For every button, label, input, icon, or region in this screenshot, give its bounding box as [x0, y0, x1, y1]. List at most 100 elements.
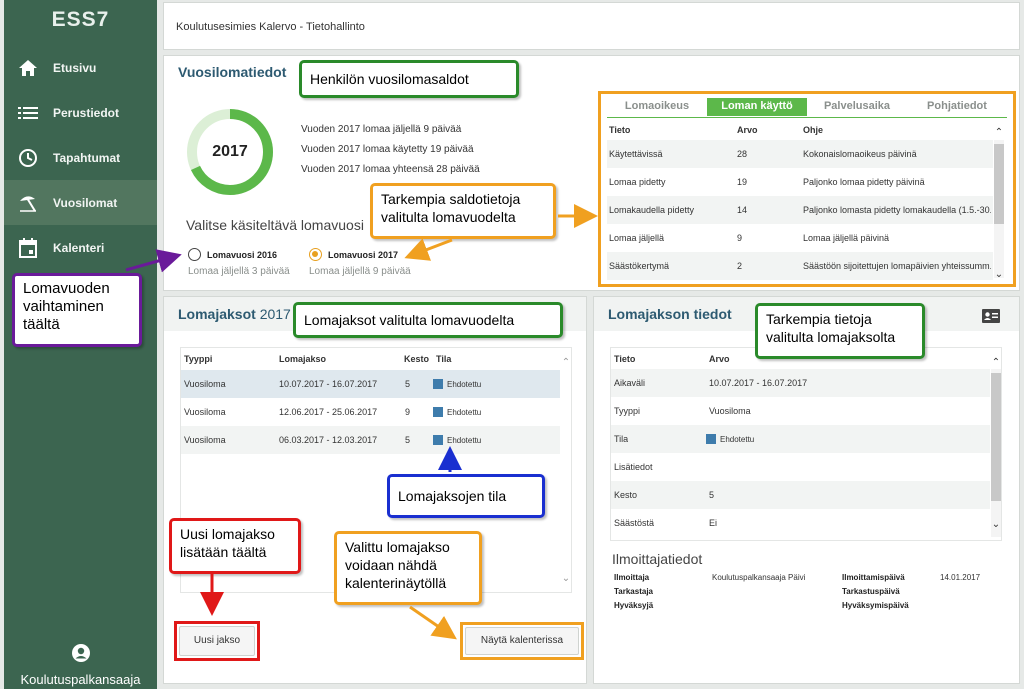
cell-type: Vuosiloma — [184, 379, 226, 389]
column-header: Tieto — [614, 354, 636, 364]
cell-arvo: 14 — [737, 205, 748, 215]
sidebar-item-vuosilomat[interactable]: Vuosilomat — [4, 180, 157, 225]
panel-title: Lomajakson tiedot — [608, 306, 732, 322]
tab-loman-kaytto[interactable]: Loman käyttö — [707, 98, 807, 116]
scroll-up-icon[interactable]: ⌃ — [991, 357, 1001, 368]
tab-palvelusaika[interactable]: Palvelusaika — [823, 100, 891, 112]
callout-period-details: Tarkempia tietoja valitulta lomajaksolta — [755, 303, 925, 359]
scrollbar-thumb[interactable] — [991, 373, 1001, 501]
scrollbar[interactable] — [994, 140, 1004, 278]
table-row[interactable]: Säästökertymä 2 Säästöön sijoitettujen l… — [607, 252, 993, 280]
cell-tieto: Lomaa jäljellä — [609, 233, 665, 243]
sidebar-item-etusivu[interactable]: Etusivu — [4, 45, 157, 90]
cell-period: 06.03.2017 - 12.03.2017 — [279, 435, 378, 445]
cell-arvo: 19 — [737, 177, 748, 187]
id-card-icon[interactable] — [982, 309, 1000, 328]
table-row[interactable]: Lomaa pidetty 19 Paljonko lomaa pidetty … — [607, 168, 993, 196]
cell-arvo: 2 — [737, 261, 743, 271]
cell-arvo: 5 — [709, 490, 715, 500]
cell-duration: 9 — [405, 407, 411, 417]
cell-tieto: Lomaa pidetty — [609, 177, 666, 187]
details-table: Tieto Arvo Aikaväli 10.07.2017 - 16.07.2… — [610, 347, 1002, 541]
sidebar-item-perustiedot[interactable]: Perustiedot — [4, 90, 157, 135]
brand-logo: ESS7 — [51, 8, 110, 31]
balance-table: Lomaoikeus Loman käyttö Palvelusaika Poh… — [601, 92, 1014, 288]
radio-sub-label: Lomaa jäljellä 9 päivää — [309, 266, 411, 277]
column-header: Tieto — [609, 125, 631, 135]
cell-ohje: Paljonko lomasta pidetty lomakaudella (1… — [803, 205, 991, 215]
sidebar-item-kalenteri[interactable]: Kalenteri — [4, 225, 157, 270]
table-row: Säästöstä Ei — [611, 509, 990, 537]
status-text: Ehdotettu — [720, 434, 755, 444]
highlight-calendar-button — [460, 622, 584, 660]
sidebar-item-label: Tapahtumat — [53, 150, 121, 165]
radio-lomavuosi-2016[interactable] — [188, 248, 201, 261]
column-header: Tila — [436, 354, 452, 364]
column-header: Ohje — [803, 125, 824, 135]
table-row[interactable]: Vuosiloma 12.06.2017 - 25.06.2017 9 Ehdo… — [181, 398, 560, 426]
sidebar-item-label: Etusivu — [53, 60, 97, 75]
callout-detailed-balances: Tarkempia saldotietoja valitulta lomavuo… — [370, 183, 556, 239]
radio-label[interactable]: Lomavuosi 2017 — [328, 250, 399, 260]
clock-icon — [16, 147, 40, 169]
remaining-days-text: Vuoden 2017 lomaa jäljellä 9 päivää — [301, 124, 462, 135]
sidebar-item-label: Vuosilomat — [53, 195, 118, 210]
vacation-donut-chart: 2017 — [186, 108, 274, 196]
year-select-label: Valitse käsiteltävä lomavuosi — [186, 217, 364, 233]
cell-arvo: 28 — [737, 149, 748, 159]
table-row[interactable]: Vuosiloma 10.07.2017 - 16.07.2017 5 Ehdo… — [181, 370, 560, 398]
cell-duration: 5 — [405, 379, 411, 389]
table-row: Tyyppi Vuosiloma — [611, 397, 990, 425]
table-row[interactable]: Käytettävissä 28 Kokonaislomaoikeus päiv… — [607, 140, 993, 168]
callout-new-period: Uusi lomajakso lisätään täältä — [169, 518, 301, 574]
column-header: Arvo — [737, 125, 758, 135]
cell-ohje: Paljonko lomaa pidetty päivinä — [803, 177, 925, 187]
breadcrumb-bar: Koulutusesimies Kalervo - Tietohallinto — [163, 2, 1020, 50]
cell-tieto: Käytettävissä — [609, 149, 663, 159]
scrollbar-thumb[interactable] — [994, 144, 1004, 224]
scroll-down-icon[interactable]: ⌄ — [994, 269, 1004, 280]
cell-arvo: 10.07.2017 - 16.07.2017 — [709, 378, 808, 388]
tab-lomaoikeus[interactable]: Lomaoikeus — [624, 100, 690, 112]
checker-label: Tarkastaja — [614, 587, 653, 596]
table-row[interactable]: Lomaa jäljellä 9 Lomaa jäljellä päivinä — [607, 224, 993, 252]
cell-tieto: Aikaväli — [614, 378, 646, 388]
cell-type: Vuosiloma — [184, 435, 226, 445]
new-period-button[interactable]: Uusi jakso — [179, 626, 255, 656]
status-text: Ehdotettu — [447, 407, 482, 417]
radio-lomavuosi-2017[interactable] — [309, 248, 322, 261]
calendar-icon — [16, 237, 40, 259]
cell-arvo: Ei — [709, 518, 718, 528]
sidebar-item-label: Kalenteri — [53, 240, 105, 255]
show-in-calendar-button[interactable]: Näytä kalenterissa — [465, 627, 579, 655]
scrollbar[interactable] — [991, 369, 1001, 537]
scroll-down-icon[interactable]: ⌄ — [991, 519, 1001, 530]
panel-title: Vuosilomatiedot — [178, 64, 287, 80]
cell-ohje: Säästöön sijoitettujen lomapäivien yhtei… — [803, 261, 991, 271]
table-row[interactable]: Lomakaudella pidetty 14 Paljonko lomasta… — [607, 196, 993, 224]
status-badge — [433, 379, 443, 390]
cell-ohje: Lomaa jäljellä päivinä — [803, 233, 890, 243]
callout-year-change: Lomavuoden vaihtaminen täältä — [12, 273, 142, 347]
user-avatar-icon — [71, 644, 91, 667]
user-menu[interactable]: Koulutuspalkansaaja — [4, 643, 157, 687]
scroll-up-icon[interactable]: ⌃ — [561, 357, 571, 368]
radio-label[interactable]: Lomavuosi 2016 — [207, 250, 278, 260]
cell-tieto: Lisätiedot — [614, 462, 653, 472]
notifier-value: Koulutuspalkansaaja Päivi — [712, 573, 806, 582]
table-row[interactable]: Vuosiloma 06.03.2017 - 12.03.2017 5 Ehdo… — [181, 426, 560, 454]
callout-periods: Lomajaksot valitulta lomavuodelta — [293, 302, 563, 338]
scroll-down-icon[interactable]: ⌄ — [561, 573, 571, 584]
sidebar-item-label: Perustiedot — [53, 105, 120, 120]
tab-pohjatiedot[interactable]: Pohjatiedot — [927, 100, 987, 112]
scroll-up-icon[interactable]: ⌃ — [994, 127, 1004, 138]
callout-calendar: Valittu lomajakso voidaan nähdä kalenter… — [334, 531, 482, 605]
cell-tieto: Tyyppi — [614, 406, 641, 416]
breadcrumb: Koulutusesimies Kalervo - Tietohallinto — [176, 21, 365, 33]
cell-period: 12.06.2017 - 25.06.2017 — [279, 407, 378, 417]
sidebar-item-tapahtumat[interactable]: Tapahtumat — [4, 135, 157, 180]
cell-arvo: 9 — [737, 233, 743, 243]
check-date-label: Tarkastuspäivä — [842, 587, 900, 596]
balance-tabs: Lomaoikeus Loman käyttö Palvelusaika Poh… — [607, 98, 1007, 116]
list-icon — [16, 102, 40, 124]
